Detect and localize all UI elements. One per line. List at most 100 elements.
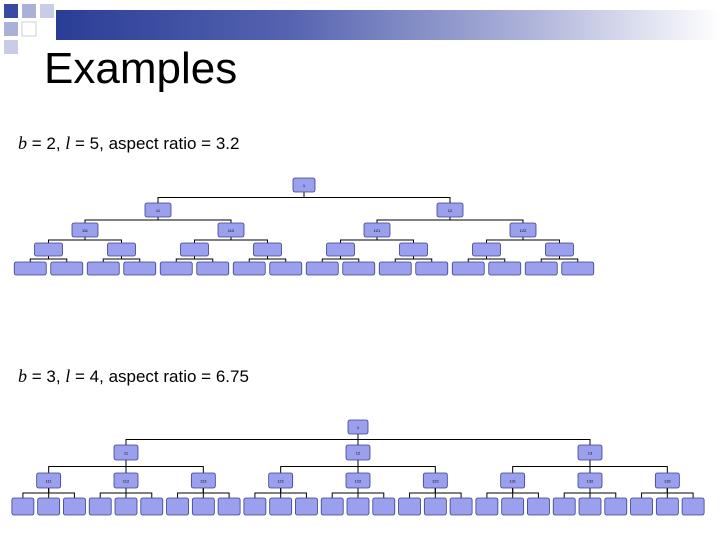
tree-node — [363, 222, 391, 238]
tree-node — [13, 261, 47, 276]
node-label: 13 — [588, 451, 593, 456]
tree-edge — [331, 488, 359, 498]
tree-node — [347, 419, 369, 435]
tree-node — [436, 202, 464, 218]
tree-node — [292, 177, 316, 193]
tree-node — [232, 261, 266, 276]
l-value: = 5, aspect ratio = 3.2 — [70, 134, 240, 153]
tree-node — [144, 202, 172, 218]
tree-node — [604, 497, 628, 516]
tree-edge — [157, 217, 232, 223]
tree-node — [71, 222, 99, 238]
tree-node — [681, 497, 705, 516]
tree-node — [472, 242, 501, 257]
tree-node — [451, 261, 485, 276]
tree-node — [159, 261, 193, 276]
tree-edge — [303, 192, 451, 203]
node-label: 112 — [228, 228, 235, 233]
tree-node — [269, 261, 303, 276]
tree-node — [501, 497, 525, 516]
tree-edge — [340, 256, 360, 262]
tree-node — [107, 242, 136, 257]
tree-node — [342, 261, 376, 276]
tree-node — [305, 261, 339, 276]
node-label: 112 — [123, 479, 130, 484]
page-title: Examples — [44, 44, 238, 93]
tree-node — [326, 242, 355, 257]
tree-node — [180, 242, 209, 257]
tree-edge — [321, 256, 341, 262]
tree-node — [578, 497, 602, 516]
tree-edge — [589, 460, 668, 473]
tree-edge — [413, 256, 433, 262]
b-symbol: b — [18, 366, 27, 386]
tree-node — [422, 472, 448, 489]
l-symbol: l — [65, 133, 71, 153]
tree-edge — [194, 256, 214, 262]
tree-edge — [125, 488, 153, 498]
tree-node — [86, 261, 120, 276]
tree-edge — [376, 217, 451, 223]
tree-edge — [248, 256, 268, 262]
tree-node — [253, 242, 282, 257]
tree-node — [34, 242, 63, 257]
tree-edge — [99, 488, 127, 498]
tree-edge — [512, 488, 539, 498]
tree-edge — [486, 488, 514, 498]
tree-node — [320, 497, 344, 516]
tree-edge — [563, 488, 591, 498]
node-label: 11 — [156, 208, 161, 213]
tree-node — [123, 261, 157, 276]
tree-edge — [102, 256, 122, 262]
node-label: 111 — [82, 228, 89, 233]
tree-node — [190, 472, 216, 489]
tree-node — [475, 497, 499, 516]
node-label: 122 — [355, 479, 362, 484]
tree-edge — [202, 488, 230, 498]
tree-node — [527, 497, 550, 516]
tree-node — [372, 497, 396, 516]
tree-edge — [267, 256, 287, 262]
tree-node — [654, 472, 680, 489]
node-label: 123 — [432, 479, 439, 484]
tree-node — [500, 472, 526, 489]
tree-node — [346, 497, 370, 516]
tree-node — [140, 497, 164, 516]
tree-node — [398, 497, 421, 516]
tree-node — [561, 261, 595, 276]
tree-edge — [48, 256, 68, 262]
tree-edge — [486, 237, 524, 243]
tree-node — [295, 497, 318, 516]
tree-edge — [357, 488, 385, 498]
tree-node — [509, 222, 537, 238]
b-symbol: b — [18, 133, 27, 153]
tree-edge — [512, 460, 591, 473]
node-label: 111 — [46, 479, 53, 484]
tree-edge — [121, 256, 141, 262]
b-value: = 3, — [27, 367, 66, 386]
node-label: 122 — [520, 228, 527, 233]
tree-edge — [559, 256, 579, 262]
tree-edge — [194, 237, 232, 243]
tree-node — [88, 497, 112, 516]
tree-edge — [230, 237, 268, 243]
tree-node — [50, 261, 84, 276]
tree-node — [37, 497, 61, 516]
tree-edge — [280, 488, 307, 498]
tree-edge — [29, 256, 49, 262]
tree-node — [545, 242, 574, 257]
node-label: 1 — [303, 183, 306, 188]
tree-node — [524, 261, 558, 276]
tree-edge — [48, 460, 127, 473]
tree-node — [345, 472, 371, 489]
tree-edge — [357, 434, 591, 445]
tree-node — [449, 497, 473, 516]
tree-edge — [175, 256, 195, 262]
tree-node — [196, 261, 230, 276]
tree-edge — [48, 488, 75, 498]
tree-node — [415, 261, 449, 276]
node-label: 132 — [587, 479, 594, 484]
node-label: 121 — [374, 228, 381, 233]
